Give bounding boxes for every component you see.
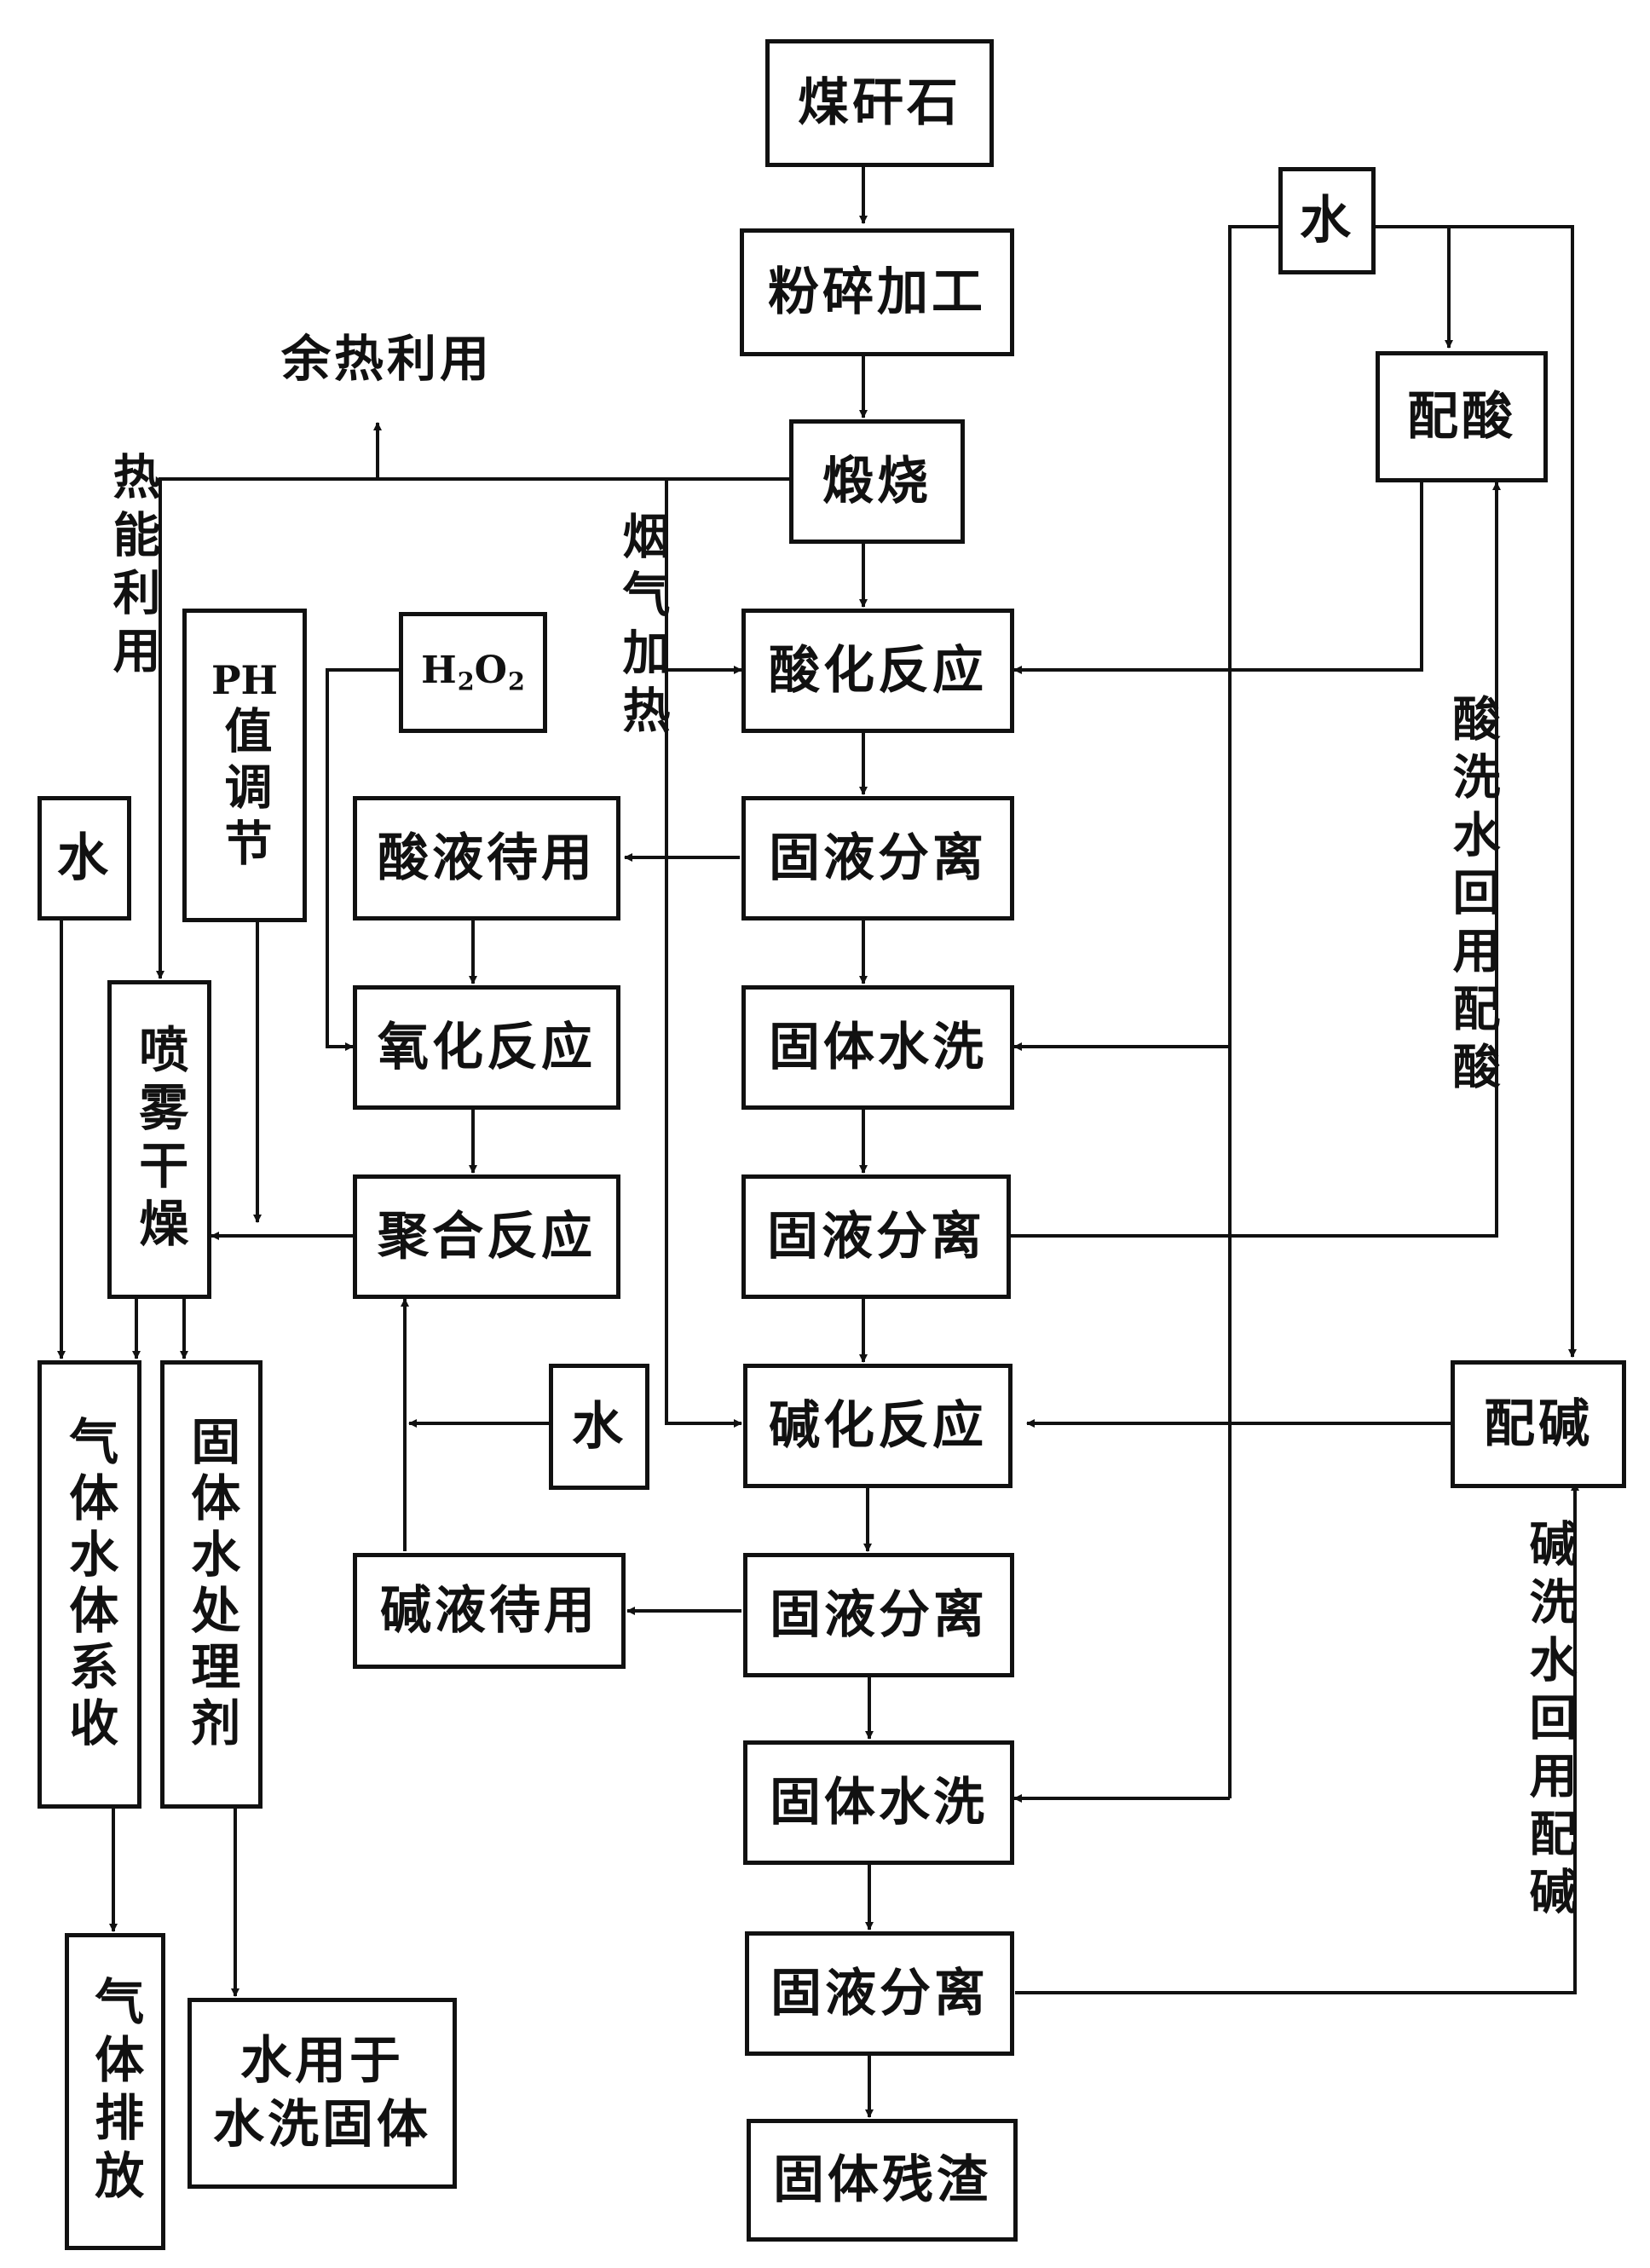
water-reuse-line2: 水洗固体 xyxy=(213,2095,431,2155)
arrow-acid-wash-recycle xyxy=(1011,482,1501,1238)
gas-discharge-label: 气体排放 xyxy=(86,1976,145,2207)
waste-heat-label: 余热利用 xyxy=(281,330,493,388)
gas-water-recovery-label: 气体水体系收 xyxy=(61,1416,119,1753)
ph-latin-label: PH xyxy=(211,657,279,704)
arrow-water-to-acid-prep xyxy=(1374,225,1453,349)
water-mid-label: 水 xyxy=(572,1396,626,1457)
spray-drying-box: 喷雾干燥 xyxy=(107,980,211,1299)
arrow-h2o2-to-oxidation xyxy=(326,668,399,1051)
alkalization-label: 碱化反应 xyxy=(769,1395,987,1456)
ph-cjk-label: 值调节 xyxy=(216,705,273,874)
water-reuse-line1: 水用于 xyxy=(240,2031,404,2091)
gas-water-recovery-box: 气体水体系收 xyxy=(38,1360,141,1809)
polymerization-box: 聚合反应 xyxy=(353,1174,620,1299)
calcination-label: 煅烧 xyxy=(822,451,932,511)
solid-wash-1-box: 固体水洗 xyxy=(741,985,1014,1110)
h2o2-formula: H2O2 xyxy=(421,649,525,696)
oxidation-label: 氧化反应 xyxy=(378,1017,596,1077)
water-top-label: 水 xyxy=(1300,190,1354,251)
spray-drying-label: 喷雾干燥 xyxy=(130,1024,189,1255)
arrow-acid-prep-to-acidification xyxy=(1013,482,1423,674)
solid-wash-2-box: 固体水洗 xyxy=(743,1740,1014,1865)
acid-wash-recycle-label: 酸洗水回用配酸 xyxy=(1445,694,1501,1099)
sl-sep-4-label: 固液分离 xyxy=(770,1963,989,2023)
sl-sep-1-label: 固液分离 xyxy=(769,828,987,888)
solid-liquid-separation-1-box: 固液分离 xyxy=(741,796,1014,920)
arrow-flue-gas-to-acidification xyxy=(665,479,742,674)
acid-prep-box: 配酸 xyxy=(1376,351,1548,482)
acid-standby-label: 酸液待用 xyxy=(378,828,596,888)
solid-water-agent-label: 固体水处理剂 xyxy=(182,1416,241,1753)
solid-wash-1-label: 固体水洗 xyxy=(769,1017,987,1077)
crushing-label: 粉碎加工 xyxy=(768,262,986,322)
thermal-use-label: 热能利用 xyxy=(105,452,161,684)
acid-prep-label: 配酸 xyxy=(1407,386,1516,447)
solid-liquid-separation-4-box: 固液分离 xyxy=(745,1931,1014,2056)
solid-liquid-separation-3-box: 固液分离 xyxy=(743,1553,1014,1677)
ph-adjust-box: PH 值调节 xyxy=(182,609,307,922)
acid-standby-box: 酸液待用 xyxy=(353,796,620,920)
coal-gangue-box: 煤矸石 xyxy=(765,39,994,167)
alkalization-box: 碱化反应 xyxy=(743,1364,1012,1488)
solid-residue-box: 固体残渣 xyxy=(747,2119,1018,2242)
line-water-to-left-bus xyxy=(1228,225,1280,1798)
water-left-box: 水 xyxy=(38,796,131,920)
solid-liquid-separation-2-box: 固液分离 xyxy=(741,1174,1011,1299)
arrow-water-to-alkali-prep xyxy=(1374,225,1577,1358)
water-reuse-box: 水用于 水洗固体 xyxy=(188,1998,457,2189)
water-top-box: 水 xyxy=(1278,167,1376,274)
sl-sep-3-label: 固液分离 xyxy=(770,1584,988,1645)
alkali-standby-label: 碱液待用 xyxy=(380,1580,598,1641)
alkali-prep-label: 配碱 xyxy=(1484,1394,1593,1454)
water-left-label: 水 xyxy=(57,828,112,888)
calcination-box: 煅烧 xyxy=(789,419,965,544)
water-mid-box: 水 xyxy=(549,1364,649,1490)
oxidation-box: 氧化反应 xyxy=(353,985,620,1110)
flue-gas-heating-label: 烟气加热 xyxy=(614,511,671,743)
crushing-box: 粉碎加工 xyxy=(740,228,1014,356)
polymerization-label: 聚合反应 xyxy=(378,1206,596,1267)
alkali-prep-box: 配碱 xyxy=(1451,1360,1626,1488)
line-calcination-heat-bus xyxy=(156,477,789,979)
solid-wash-2-label: 固体水洗 xyxy=(770,1772,988,1832)
acidification-label: 酸化反应 xyxy=(769,640,987,701)
sl-sep-2-label: 固液分离 xyxy=(767,1206,985,1267)
alkali-wash-recycle-label: 碱洗水回用配碱 xyxy=(1521,1519,1578,1925)
acidification-box: 酸化反应 xyxy=(741,609,1014,733)
arrow-flue-gas-to-alkalization xyxy=(665,670,742,1428)
alkali-standby-box: 碱液待用 xyxy=(353,1553,626,1669)
gas-discharge-box: 气体排放 xyxy=(65,1933,165,2250)
coal-gangue-label: 煤矸石 xyxy=(798,72,961,133)
h2o2-box: H2O2 xyxy=(399,612,547,733)
solid-residue-label: 固体残渣 xyxy=(773,2150,991,2210)
arrow-alkali-wash-recycle xyxy=(1015,1482,1579,1994)
solid-water-agent-box: 固体水处理剂 xyxy=(160,1360,262,1809)
